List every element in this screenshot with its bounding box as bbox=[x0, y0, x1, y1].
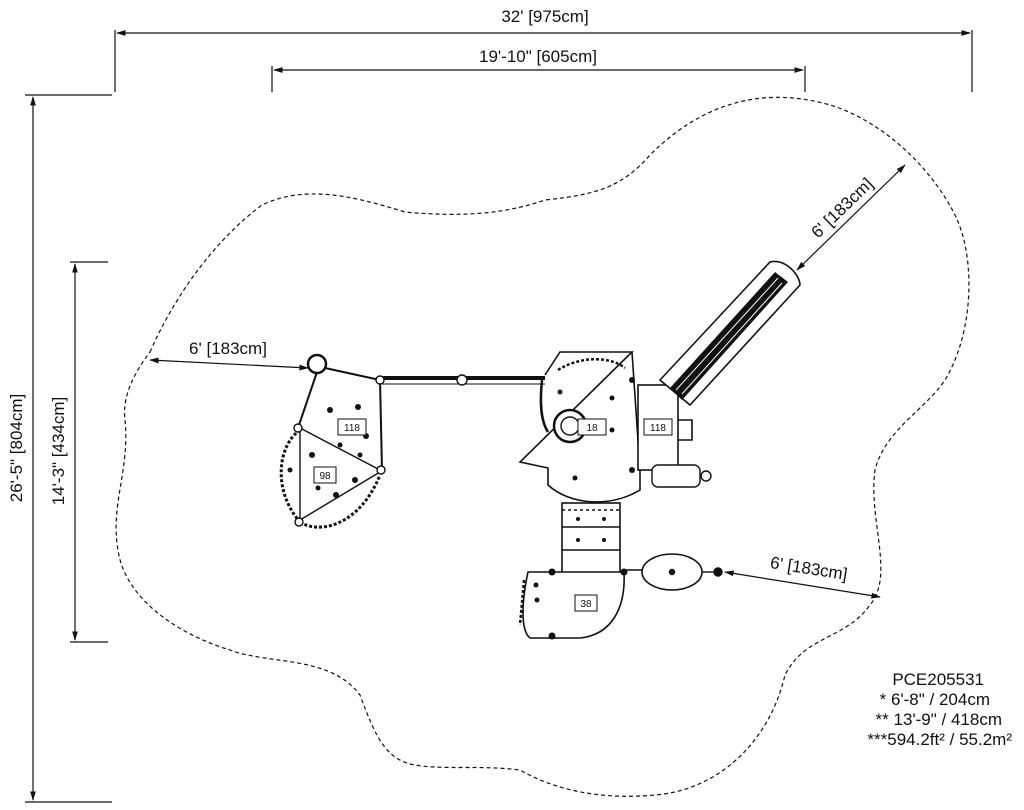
deck-label-left-upper: 118 bbox=[344, 423, 360, 434]
right-deck-and-slide bbox=[637, 260, 801, 488]
spec-line-2: ** 13'-9" / 418cm bbox=[875, 710, 1002, 729]
structure-width-label: 19'-10" [605cm] bbox=[479, 47, 597, 66]
clearance-left-label: 6' [183cm] bbox=[189, 339, 267, 358]
dimension-lines bbox=[25, 30, 973, 803]
clearance-right-label: 6' [183cm] bbox=[769, 553, 849, 584]
left-climber bbox=[279, 353, 386, 529]
safety-zone-boundary bbox=[115, 96, 970, 797]
model-number: PCE205531 bbox=[892, 670, 984, 689]
clearance-slide-label: 6' [183cm] bbox=[808, 174, 877, 242]
lower-deck bbox=[518, 568, 628, 640]
overall-depth-label: 26'-5" [804cm] bbox=[7, 394, 26, 503]
bouncer-element bbox=[626, 553, 723, 591]
deck-label-left-lower: 98 bbox=[319, 471, 331, 482]
central-deck bbox=[518, 351, 641, 503]
play-structure bbox=[279, 260, 801, 640]
bridge-walkway bbox=[561, 502, 621, 574]
overhead-bar bbox=[380, 374, 545, 386]
spec-notes: PCE205531 * 6'-8" / 204cm ** 13'-9" / 41… bbox=[867, 670, 1012, 750]
spec-line-1: * 6'-8" / 204cm bbox=[879, 690, 990, 709]
overall-width-label: 32' [975cm] bbox=[501, 7, 588, 26]
deck-label-right: 118 bbox=[650, 423, 666, 434]
deck-label-center: 18 bbox=[586, 423, 598, 434]
structure-depth-label: 14'-3" [434cm] bbox=[49, 397, 68, 506]
spec-line-3: ***594.2ft² / 55.2m² bbox=[867, 730, 1012, 749]
deck-label-bottom: 38 bbox=[580, 599, 592, 610]
